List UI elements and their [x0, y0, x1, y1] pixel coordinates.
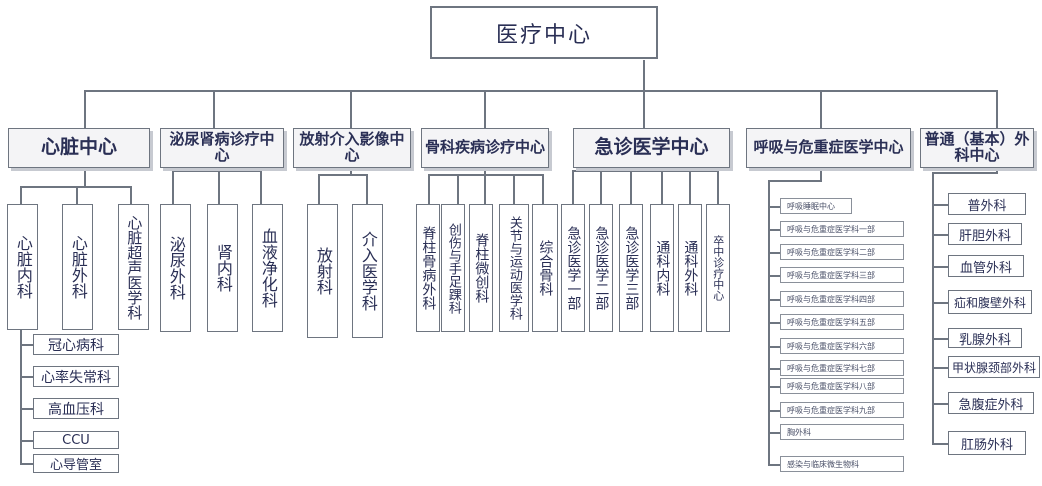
- dept-spine-minimal: 脊柱微创科: [469, 204, 493, 332]
- dept-breast: 乳腺外科: [948, 328, 1022, 348]
- sub-ccu: CCU: [33, 431, 119, 449]
- dept-radiology: 放射科: [307, 204, 338, 338]
- dept-resp-8: 呼吸与危重症医学科八部: [780, 378, 904, 394]
- dept-spine-bone: 脊柱骨病外科: [416, 204, 440, 332]
- dept-vascular: 血管外科: [948, 255, 1024, 277]
- dept-trauma-foot: 创伤与手足踝科: [441, 204, 465, 332]
- dept-nephrology: 肾内科: [207, 204, 238, 332]
- center-general-surgery: 普通（基本）外科中心: [920, 128, 1034, 168]
- dept-general-internal: 通科内科: [650, 204, 674, 332]
- center-respiratory: 呼吸与危重症医学中心: [746, 128, 911, 168]
- dept-resp-sleep: 呼吸睡眠中心: [780, 198, 852, 214]
- dept-general-external: 通科外科: [678, 204, 702, 332]
- sub-arrhythmia: 心率失常科: [33, 366, 119, 387]
- center-radiology: 放射介入影像中心: [293, 128, 411, 168]
- dept-general-ortho: 综合骨科: [532, 204, 558, 332]
- dept-emergency-2: 急诊医学二部: [589, 204, 613, 332]
- center-urology: 泌尿肾病诊疗中心: [160, 128, 284, 168]
- dept-resp-5: 呼吸与危重症医学科五部: [780, 314, 904, 330]
- dept-joint-sports: 关节与运动医学科: [499, 204, 529, 332]
- dept-general-surgery: 普外科: [948, 193, 1026, 215]
- dept-resp-4: 呼吸与危重症医学科四部: [780, 291, 904, 307]
- dept-cardiac-ultrasound: 心脏超声医学科: [118, 204, 149, 330]
- dept-resp-2: 呼吸与危重症医学科二部: [780, 244, 904, 260]
- dept-thyroid-neck: 甲状腺颈部外科: [948, 356, 1040, 378]
- center-emergency: 急诊医学中心: [573, 128, 730, 168]
- center-orthopedics: 骨科疾病诊疗中心: [421, 128, 549, 168]
- dept-cardiology: 心脏内科: [7, 204, 38, 330]
- dept-emergency-3: 急诊医学三部: [619, 204, 643, 332]
- dept-acute-abdomen: 急腹症外科: [948, 392, 1034, 414]
- dept-resp-6: 呼吸与危重症医学科六部: [780, 338, 904, 354]
- root-node: 医疗中心: [430, 6, 658, 59]
- sub-coronary: 冠心病科: [33, 334, 119, 355]
- dept-emergency-1: 急诊医学一部: [561, 204, 585, 332]
- dept-urology: 泌尿外科: [160, 204, 191, 332]
- sub-catheter-room: 心导管室: [33, 454, 119, 473]
- dept-resp-7: 呼吸与危重症医学科七部: [780, 360, 904, 376]
- dept-infection-microbiology: 感染与临床微生物科: [780, 456, 904, 472]
- dept-resp-1: 呼吸与危重症医学科一部: [780, 221, 904, 237]
- center-heart: 心脏中心: [8, 128, 150, 168]
- dept-resp-9: 呼吸与危重症医学科九部: [780, 402, 904, 418]
- sub-hypertension: 高血压科: [33, 398, 119, 419]
- dept-thoracic-surgery: 胸外科: [780, 424, 904, 440]
- dept-hernia-abdominal: 疝和腹壁外科: [948, 290, 1032, 314]
- dept-resp-3: 呼吸与危重症医学科三部: [780, 267, 904, 283]
- dept-blood-purification: 血液净化科: [252, 204, 283, 332]
- dept-hepatobiliary: 肝胆外科: [948, 223, 1022, 245]
- dept-anorectal: 肛肠外科: [948, 431, 1026, 455]
- dept-cardiac-surgery: 心脏外科: [62, 204, 93, 330]
- dept-interventional: 介入医学科: [352, 204, 383, 338]
- dept-stroke-center: 卒中诊疗中心: [706, 204, 730, 332]
